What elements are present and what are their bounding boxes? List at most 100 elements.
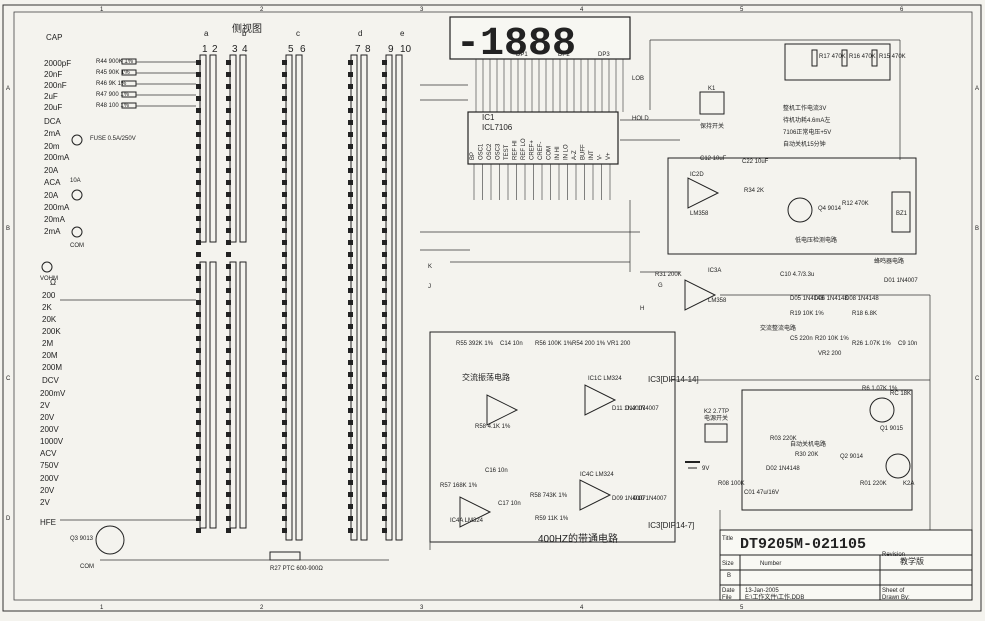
bandpass-component-label: C17 10n: [498, 501, 521, 507]
dcv-range-0: 200mV: [40, 389, 66, 398]
ac-amp-title: 交流振荡电路: [462, 372, 510, 382]
dca-range-1: 20m: [44, 142, 60, 151]
r27-ptc-body: [269, 551, 301, 561]
q3-transistor-icon: [95, 525, 125, 555]
switch-contact-pad: [226, 276, 231, 281]
grid-side-C: C: [6, 376, 11, 382]
hfe-socket: Q3 9013 COM: [70, 525, 125, 570]
acv-range-1: 200V: [40, 474, 59, 483]
switch-contact-pad: [382, 348, 387, 353]
lob-label: LOB: [632, 76, 644, 82]
res-section-label: Ω: [50, 278, 56, 287]
tb-revision-label: Revision: [882, 552, 905, 558]
switch-contact-pad: [282, 492, 287, 497]
switch-contact-pad: [226, 288, 231, 293]
switch-contact-pad: [282, 96, 287, 101]
cap-range-3: 2uF: [44, 92, 58, 101]
switch-contact-pad: [382, 336, 387, 341]
switch-contact-pad: [196, 360, 201, 365]
switch-contact-pad: [226, 60, 231, 65]
switch-contact-pad: [348, 432, 353, 437]
k2-label: K2 2.7TP: [704, 409, 729, 415]
grid-side-A-right: A: [975, 86, 979, 92]
switch-contact-pad: [348, 168, 353, 173]
right-component-label: J: [428, 284, 431, 290]
ic1-pin-label: REF LO: [521, 138, 527, 160]
switch-contact-pad: [196, 384, 201, 389]
col-num-6: 6: [300, 44, 306, 55]
switch-contact-pad: [382, 108, 387, 113]
switch-contact-pad: [348, 444, 353, 449]
switch-contact-pad: [196, 120, 201, 125]
cap-range-1: 20nF: [44, 70, 62, 79]
r12-label: R12 470K: [842, 201, 869, 207]
switch-contact-pad: [226, 180, 231, 185]
switch-contact-pad: [382, 204, 387, 209]
switch-contact-pad: [282, 504, 287, 509]
col-letter-c: c: [296, 29, 300, 38]
switch-contact-pad: [196, 444, 201, 449]
tb-date-label: Date: [722, 588, 735, 594]
switch-contact-pad: [382, 480, 387, 485]
dcv-section-label: DCV: [42, 376, 60, 385]
switch-contact-pad: [382, 408, 387, 413]
switch-contact-pad: [348, 528, 353, 533]
cap-resistor-body: [121, 58, 137, 65]
dcv-range-1: 2V: [40, 401, 50, 410]
cap-section-label: CAP: [46, 33, 62, 42]
switch-contact-pad: [196, 288, 201, 293]
switch-contact-pad: [282, 396, 287, 401]
switch-contact-pad: [196, 216, 201, 221]
switch-contact-pad: [382, 300, 387, 305]
switch-contact-pad: [226, 84, 231, 89]
grid-top-3: 3: [420, 7, 424, 13]
switch-contact-pad: [382, 288, 387, 293]
switch-contact-pad: [348, 144, 353, 149]
switch-contact-pad: [382, 228, 387, 233]
ic1-body: [467, 111, 619, 165]
ic1-name: IC1: [482, 113, 495, 122]
ic1-pin-label: IN LO: [564, 144, 570, 160]
switch-contact-pad: [226, 252, 231, 257]
ic3-dip14-7-label: IC3[DIP14-7]: [648, 521, 694, 530]
com-jack-icon: [71, 226, 83, 238]
bandpass-component-label: IC1C LM324: [588, 376, 622, 382]
switch-contact-pad: [348, 108, 353, 113]
switch-contact-pad: [382, 312, 387, 317]
switch-rail: [385, 54, 393, 541]
switch-contact-pad: [282, 132, 287, 137]
r16-body: [841, 49, 848, 67]
res-range-4: 2M: [42, 339, 53, 348]
r16-label: R16 470K: [849, 54, 876, 60]
cap-resistor-body: [121, 69, 137, 76]
switch-contact-pad: [226, 492, 231, 497]
k1-switch-body: [699, 91, 725, 115]
switch-contact-pad: [282, 312, 287, 317]
bandpass-title: 400HZ的带通电路: [538, 532, 618, 545]
switch-contact-pad: [382, 180, 387, 185]
auto-off-frame: [741, 389, 913, 511]
right-component-label: K: [428, 264, 432, 270]
ic1-pin-label: IN HI: [555, 146, 561, 160]
switch-contact-pad: [282, 276, 287, 281]
switch-contact-pad: [348, 504, 353, 509]
col-num-3: 3: [232, 44, 238, 55]
switch-contact-pad: [196, 348, 201, 353]
dca-range-3: 20A: [44, 166, 59, 175]
switch-contact-pad: [226, 216, 231, 221]
switch-contact-pad: [348, 300, 353, 305]
bandpass-component-label: D11 1N4007: [612, 406, 646, 412]
right-component-label: D08 1N4148: [845, 296, 879, 302]
switch-column-numbers: 1 2 3 4 5 6 7 8 9 10 a b c d e: [202, 29, 412, 55]
bandpass-block: 交流振荡电路 400HZ的带通电路 IC3[DIP14-7] R55 392K …: [429, 331, 694, 545]
switch-contact-pad: [382, 468, 387, 473]
ic3a-label: IC3A: [708, 268, 721, 274]
tb-size-label: Size: [722, 561, 734, 567]
ic1-pin-label: OSC1: [479, 143, 485, 160]
switch-contact-pad: [226, 264, 231, 269]
switch-contact-pad: [382, 156, 387, 161]
q1-transistor-icon: [869, 397, 895, 423]
switch-contact-pad: [196, 492, 201, 497]
aca-range-0: 20A: [44, 191, 59, 200]
